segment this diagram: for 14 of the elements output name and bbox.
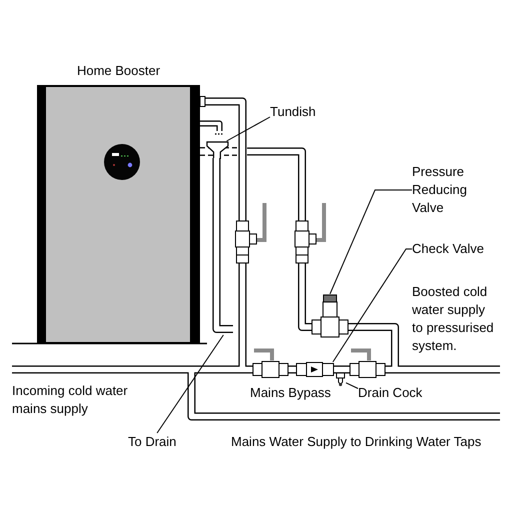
pipe-label: Boosted cold water supply to pressurised system. bbox=[412, 283, 495, 355]
callout-label: Pressure Reducing Valve bbox=[412, 163, 470, 217]
pipe-label: Mains Bypass bbox=[250, 384, 331, 402]
leader-line bbox=[226, 116, 270, 142]
unit-title: Home Booster bbox=[76, 62, 160, 80]
callout-label: Check Valve bbox=[412, 240, 484, 258]
callout-label: To Drain bbox=[128, 433, 176, 451]
callout-label: Drain Cock bbox=[358, 384, 422, 402]
pipe-label: Mains Water Supply to Drinking Water Taps bbox=[231, 433, 482, 451]
callout-label: Tundish bbox=[270, 103, 316, 121]
tundish-funnel bbox=[206, 141, 228, 159]
leader-line bbox=[346, 382, 358, 389]
leader-line bbox=[156, 334, 224, 434]
pipe-label: Incoming cold water mains supply bbox=[12, 382, 129, 418]
